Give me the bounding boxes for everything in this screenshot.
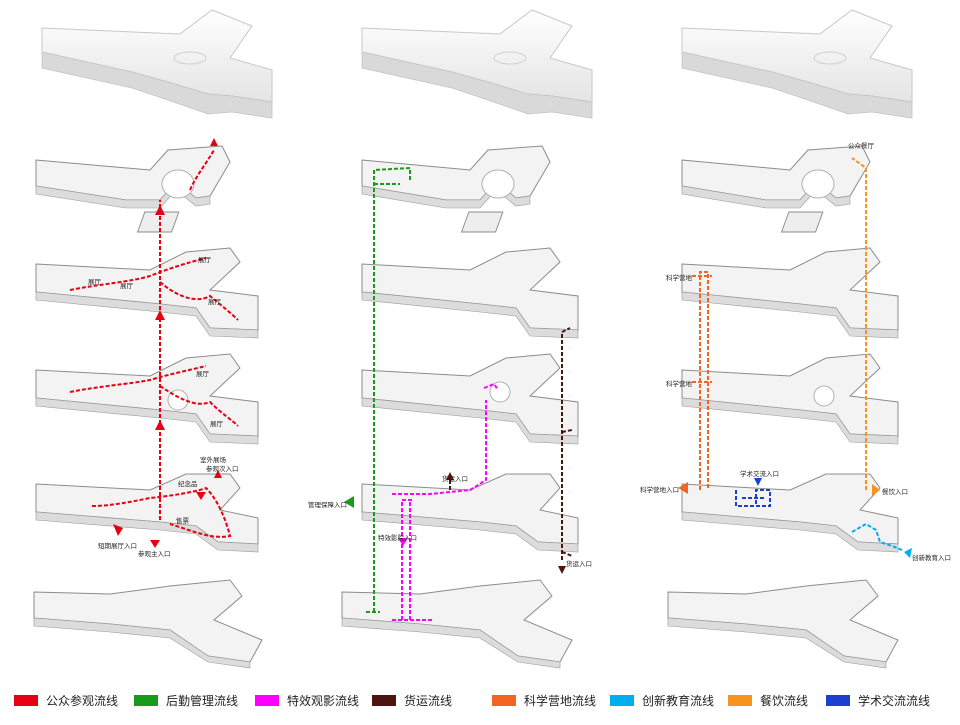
label-secondary-entry: 参观次入口 (206, 464, 239, 473)
roof-volume (681, 9, 913, 119)
label-main-visit-entry: 参观主入口 (138, 549, 171, 558)
label-short-term-hall-entry: 短期展厅入口 (98, 541, 137, 550)
label-management-entry: 管理保障入口 (308, 500, 347, 509)
floor-plate-basement (341, 579, 573, 669)
legend-swatch (826, 694, 850, 706)
label-l2-hall-a: 展厅 (196, 370, 210, 378)
legend-swatch (134, 694, 158, 706)
floor-plate-level-1 (681, 473, 899, 553)
legend: 公众参观流线 后勤管理流线 特效观影流线 货运流线 科学营地流线 创新教育流线 … (0, 688, 960, 712)
floor-plate-level-4 (361, 145, 551, 233)
label-dining-entry: 餐饮入口 (882, 487, 908, 496)
floor-plate-level-2 (35, 353, 259, 445)
legend-swatch (728, 694, 752, 706)
label-l4-hall: 展厅 (198, 256, 212, 264)
route-public-visit (69, 149, 239, 538)
route-innovation-edu (851, 522, 903, 551)
column-logistics: 管理保障入口 货运入口 特效影院入口 货运入口 (308, 9, 593, 669)
legend-swatch (14, 694, 38, 706)
label-innovation-edu-entry: 创新教育入口 (912, 553, 951, 562)
diagram-canvas: 展厅 展厅 展厅 展厅 展厅 展厅 室外展场 参观次入口 纪念品 售票 短期展厅… (33, 9, 951, 669)
floor-plate-level-1 (35, 473, 259, 553)
floor-plate-level-4 (681, 145, 871, 233)
floor-plate-level-1 (361, 473, 579, 553)
legend-label: 餐饮流线 (760, 693, 809, 708)
logistics-arrows (344, 472, 566, 574)
legend-label: 货运流线 (404, 693, 453, 708)
legend-item-science-camp: 科学营地流线 (492, 688, 596, 712)
route-academic (735, 489, 771, 507)
legend-swatch (610, 694, 634, 706)
legend-swatch (492, 694, 516, 706)
floor-plate-level-4 (35, 145, 231, 233)
roof-volume (41, 9, 273, 119)
label-l3-hall-a: 展厅 (88, 278, 102, 286)
legend-item-logistics: 后勤管理流线 (134, 688, 238, 712)
logistics-labels: 管理保障入口 货运入口 特效影院入口 货运入口 (308, 474, 592, 568)
roof-volume (361, 9, 593, 119)
legend-swatch (372, 694, 396, 706)
legend-label: 学术交流流线 (858, 693, 931, 708)
floor-plate-basement (33, 579, 263, 669)
legend-label: 公众参观流线 (46, 693, 119, 708)
column-public-visit: 展厅 展厅 展厅 展厅 展厅 展厅 室外展场 参观次入口 纪念品 售票 短期展厅… (33, 9, 273, 669)
label-camp-entry: 科学营地入口 (640, 485, 679, 494)
floor-plate-basement (667, 579, 899, 669)
label-ticket: 售票 (176, 516, 190, 525)
legend-label: 后勤管理流线 (166, 693, 239, 708)
public-visit-arrows (113, 138, 222, 548)
route-logistics (366, 166, 411, 613)
legend-item-innovation-edu: 创新教育流线 (610, 688, 714, 712)
camp-edu-labels: 公众餐厅 科学营地 科学营地 科学营地入口 学术交流入口 餐饮入口 创新教育入口 (640, 141, 951, 562)
label-film-entry: 特效影院入口 (378, 533, 417, 542)
label-cargo-entry-a: 货运入口 (442, 474, 468, 483)
legend-swatch (255, 694, 279, 706)
label-cargo-entry-b: 货运入口 (566, 559, 592, 568)
label-l2-hall-b: 展厅 (210, 420, 224, 428)
legend-item-cargo: 货运流线 (372, 688, 452, 712)
floor-plate-level-3 (35, 247, 259, 339)
label-l3-camp: 科学营地 (666, 273, 693, 282)
floor-plate-level-2 (681, 353, 899, 445)
public-visit-labels: 展厅 展厅 展厅 展厅 展厅 展厅 室外展场 参观次入口 纪念品 售票 短期展厅… (88, 256, 239, 558)
label-l2-camp: 科学营地 (666, 379, 693, 388)
label-l3-hall-c: 展厅 (208, 298, 222, 306)
label-academic-entry: 学术交流入口 (740, 469, 779, 478)
label-souvenir: 纪念品 (178, 479, 198, 488)
camp-edu-arrows (678, 478, 912, 558)
label-l3-hall-b: 展厅 (120, 282, 134, 290)
legend-item-academic: 学术交流流线 (826, 688, 930, 712)
floor-plate-level-2 (361, 353, 579, 445)
route-science-camp (692, 271, 712, 490)
legend-item-dining: 餐饮流线 (728, 688, 808, 712)
floor-plate-level-3 (361, 247, 579, 339)
column-camp-education: 公众餐厅 科学营地 科学营地 科学营地入口 学术交流入口 餐饮入口 创新教育入口 (640, 9, 951, 669)
legend-label: 创新教育流线 (642, 693, 715, 708)
route-dining (851, 157, 867, 490)
label-public-restaurant: 公众餐厅 (848, 141, 875, 150)
legend-item-public-visit: 公众参观流线 (14, 688, 118, 712)
legend-label: 科学营地流线 (524, 693, 597, 708)
route-special-film (392, 382, 499, 621)
floor-plate-level-3 (681, 247, 899, 339)
legend-item-special-film: 特效观影流线 (255, 688, 359, 712)
legend-label: 特效观影流线 (287, 693, 360, 708)
label-outdoor-exhibit: 室外展场 (200, 455, 227, 464)
